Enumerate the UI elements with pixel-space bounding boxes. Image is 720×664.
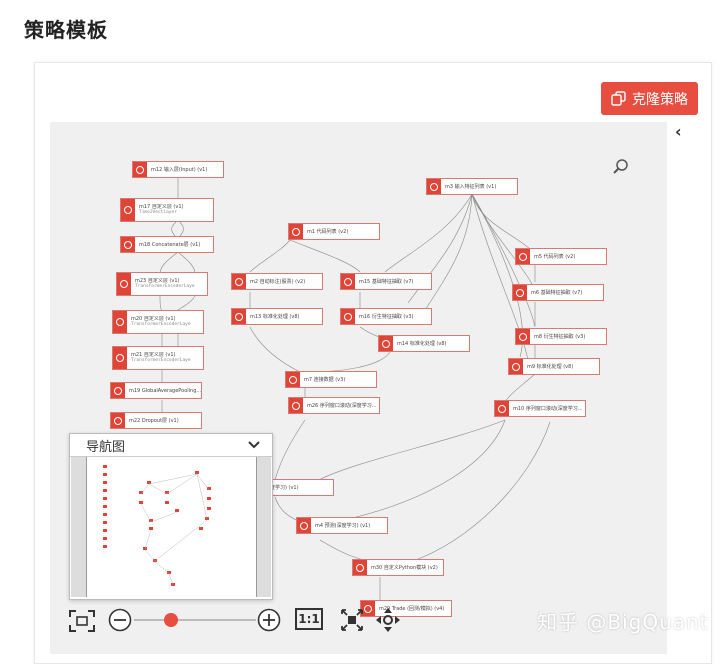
canvas-toolbar: 1:1 [68, 604, 408, 636]
node-m18[interactable]: m18 Concatenate层 (v1) [120, 236, 214, 253]
feature-icon [516, 329, 530, 344]
node-m23-subtitle: TransformerEncoderLaye [135, 284, 195, 289]
node-m23-title: m23 自定义层 (v1) [135, 278, 180, 284]
trade-icon [361, 601, 375, 616]
window-icon [289, 398, 303, 413]
clone-strategy-label: 克隆策略 [632, 91, 688, 108]
node-m14[interactable]: m14 标准化处理 (v8) [378, 335, 470, 352]
model-icon [111, 413, 125, 428]
node-m20-title: m20 自定义层 (v1) [131, 316, 176, 322]
normalize-icon [232, 309, 246, 324]
feature-icon [513, 285, 527, 300]
page-title: 策略模板 [24, 18, 108, 42]
node-m13[interactable]: m13 标准化处理 (v8) [231, 308, 323, 325]
model-icon [121, 237, 135, 252]
model-icon [133, 162, 147, 177]
node-m12[interactable]: m12 输入层(Input) (v1) [132, 161, 224, 178]
node-m21-title: m21 自定义层 (v1) [131, 352, 176, 358]
model-icon [113, 347, 127, 369]
zoom-slider-track[interactable] [134, 619, 256, 621]
node-m30[interactable]: m30 自定义Python模块 (v2) [352, 559, 444, 576]
zoom-out-icon[interactable] [108, 608, 132, 632]
node-m5[interactable]: m5 代码列表 (v2) [515, 248, 607, 265]
fit-screen-icon[interactable] [68, 609, 96, 633]
normalize-icon [379, 336, 393, 351]
watermark: 知乎 @BigQuant [537, 610, 709, 634]
node-m16[interactable]: m16 衍生特征抽取 (v3) [340, 308, 432, 325]
normalize-icon [509, 359, 523, 374]
node-m3[interactable]: m3 输入特征列表 (v1) [426, 178, 518, 195]
navigator-viewport[interactable] [86, 457, 257, 597]
feature-icon [341, 309, 355, 324]
node-m7[interactable]: m7 连接数据 (v3) [285, 371, 377, 388]
actual-size-button[interactable]: 1:1 [295, 608, 323, 630]
join-icon [286, 372, 300, 387]
node-m9[interactable]: m9 标准化处理 (v8) [508, 358, 600, 375]
node-m4[interactable]: m4 预测(深度学习) (v1) [296, 517, 388, 534]
list-icon [427, 179, 441, 194]
window-icon [495, 401, 509, 416]
node-m23[interactable]: m23 自定义层 (v1)TransformerEncoderLaye [116, 272, 208, 296]
node-m29[interactable]: m29 Trade (回测/模拟) (v4) [360, 600, 452, 617]
zoom-in-icon[interactable] [257, 608, 281, 632]
move-icon[interactable] [375, 607, 401, 633]
node-m17[interactable]: m17 自定义层 (v1)Time2Vectlayer [120, 198, 214, 222]
node-m17-subtitle: Time2Vectlayer [139, 210, 177, 215]
zoom-slider-handle[interactable] [163, 613, 178, 627]
model-icon [111, 383, 125, 398]
auto-layout-icon[interactable] [340, 608, 364, 632]
list-icon [289, 224, 303, 239]
clone-strategy-button[interactable]: 克隆策略 [601, 82, 698, 115]
node-m10[interactable]: m10 序列窗口滚动(深度学习... [494, 400, 586, 417]
node-m21-subtitle: TransformerEncoderLaye [131, 358, 191, 363]
node-m15[interactable]: m15 基础特征抽取 (v7) [340, 273, 432, 290]
node-m17-title: m17 自定义层 (v1) [139, 204, 184, 210]
navigator-title: 导航图 [86, 439, 126, 455]
label-icon [232, 274, 246, 289]
node-m1[interactable]: m1 代码列表 (v2) [288, 223, 380, 240]
python-icon [353, 560, 367, 575]
node-m21[interactable]: m21 自定义层 (v1)TransformerEncoderLaye [112, 346, 204, 370]
model-icon [117, 273, 131, 295]
search-icon[interactable] [612, 158, 630, 176]
node-m20[interactable]: m20 自定义层 (v1)TransformerEncoderLaye [112, 310, 204, 334]
navigator-minimap[interactable] [71, 457, 271, 597]
model-icon [121, 199, 135, 221]
node-m2[interactable]: m2 自动标注(股票) (v2) [231, 273, 323, 290]
navigator-header[interactable]: 导航图 [70, 434, 272, 457]
navigator-panel[interactable]: 导航图 [69, 433, 273, 600]
node-m19[interactable]: m19 GlobalAveragePooling... [110, 382, 202, 399]
list-icon [516, 249, 530, 264]
model-icon [113, 311, 127, 333]
node-m6[interactable]: m6 基础特征抽取 (v7) [512, 284, 604, 301]
chevron-left-icon[interactable]: ‹ [675, 122, 682, 141]
chevron-down-icon[interactable] [248, 441, 260, 449]
node-m20-subtitle: TransformerEncoderLaye [131, 322, 191, 327]
feature-icon [341, 274, 355, 289]
node-m22[interactable]: m22 Dropout层 (v1) [110, 412, 202, 429]
predict-icon [297, 518, 311, 533]
minimap-graph [103, 465, 211, 586]
node-m8[interactable]: m8 衍生特征抽取 (v3) [515, 328, 607, 345]
copy-icon [611, 91, 626, 106]
node-m26[interactable]: m26 序列窗口滚动(深度学习... [288, 397, 380, 414]
